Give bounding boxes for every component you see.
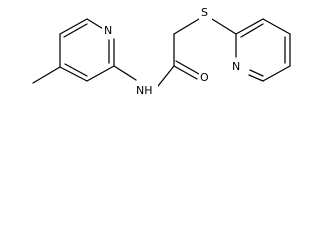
chemical-structure: N NH O S N — [32, 5, 291, 98]
bond-nh-carbonyl — [157, 65, 175, 87]
bond-ch2-s — [173, 18, 200, 35]
atom-label-pyridine-n-right: N — [232, 60, 240, 73]
double-bond-c4-c5 — [64, 63, 88, 77]
left-pyridine-ring — [32, 18, 115, 84]
bond-n1r-c6r — [248, 74, 264, 82]
bond-c5-c6 — [86, 65, 115, 82]
atom-label-amide-nh: NH — [136, 84, 153, 97]
right-pyridine-ring — [211, 18, 291, 82]
methyl-bond — [32, 66, 61, 84]
double-bond-carbonyl-o — [175, 60, 200, 75]
amide-linker — [113, 18, 200, 87]
double-bond-c6r-n1r — [249, 69, 264, 77]
double-bond-c2-c3 — [63, 23, 88, 38]
bond-c6-nh — [113, 65, 137, 81]
bond-c4r-c3r — [262, 18, 291, 35]
bond-c3r-c2r — [235, 18, 264, 35]
double-bond-c2r-c3r — [240, 23, 264, 38]
bond-s-c2r — [211, 18, 237, 35]
atom-labels: N NH O S N — [102, 5, 245, 98]
atom-label-pyridine-n-left: N — [104, 24, 112, 37]
atom-label-thioether-s: S — [201, 6, 208, 19]
atom-label-carbonyl-o: O — [200, 71, 209, 84]
bond-c4-c5 — [59, 66, 88, 82]
bond-c2-c3 — [59, 18, 88, 35]
bond-carbonyl-o — [173, 65, 198, 80]
bond-c6r-c5r — [262, 65, 291, 82]
